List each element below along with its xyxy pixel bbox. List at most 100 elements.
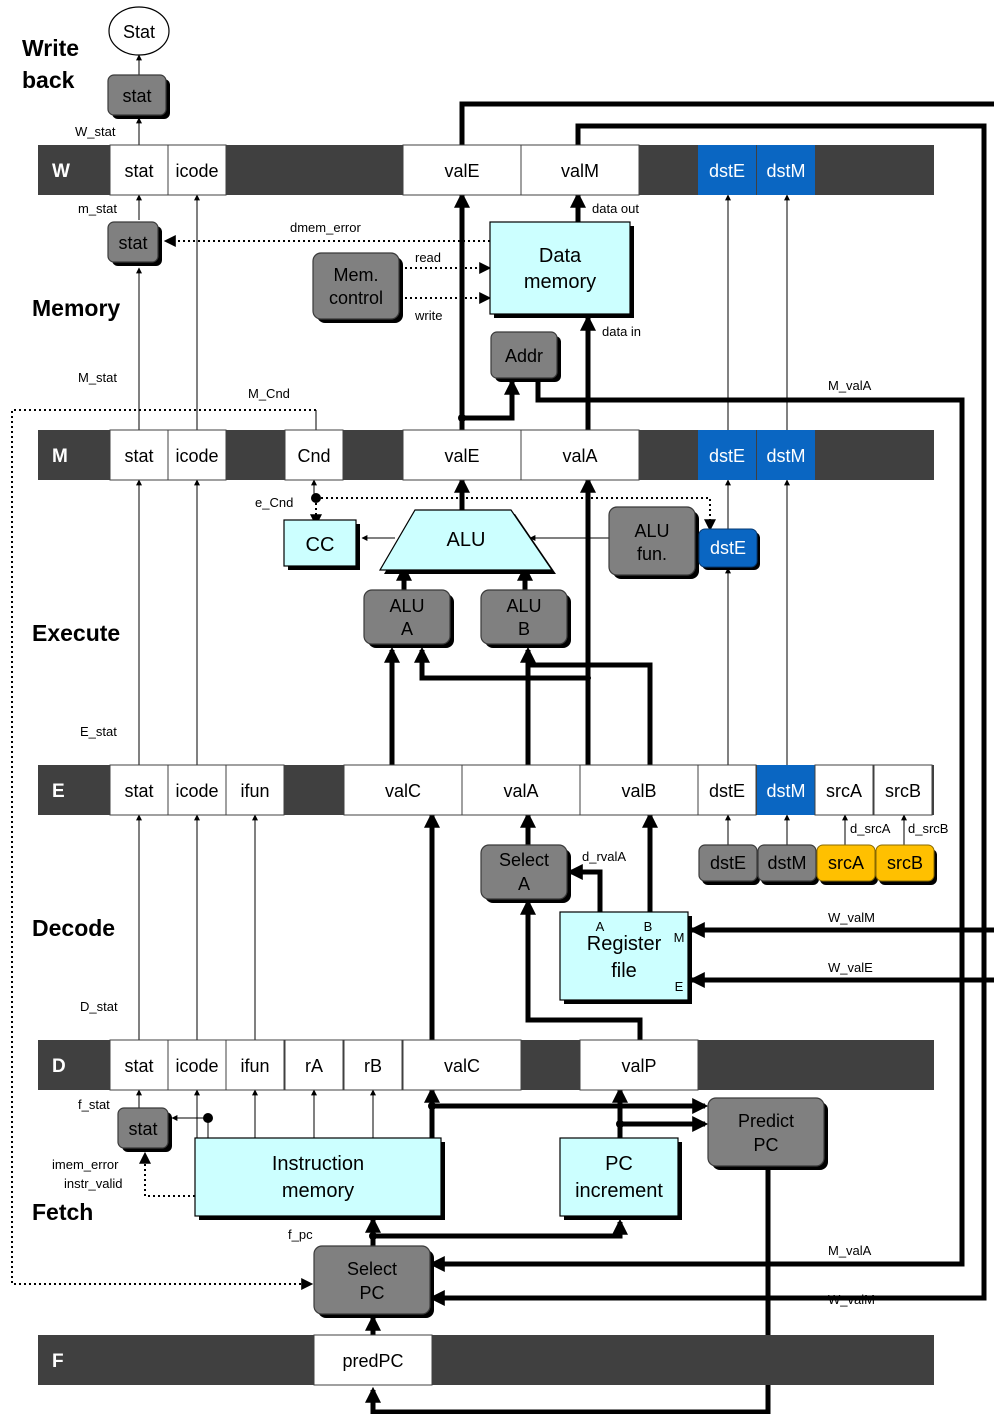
m-vala-signal: M_valA [828,378,872,393]
w-icode-field: icode [175,161,218,181]
thin-wires [136,54,907,1138]
m-valE-field: valE [444,446,479,466]
d-ifun-field: ifun [240,1056,269,1076]
m-cnd-field: Cnd [297,446,330,466]
svg-text:B: B [518,619,530,639]
w-dstE-field: dstE [709,161,745,181]
e-icode-field: icode [175,781,218,801]
alu-b-block: ALU B [480,589,571,648]
svg-text:D: D [52,1056,66,1077]
read-signal: read [415,250,441,265]
e-dstE-field: dstE [709,781,745,801]
e-stat-signal: E_stat [80,724,117,739]
svg-text:dstE: dstE [710,853,746,873]
d-srcb-signal: d_srcB [908,821,948,836]
e-valB-field: valB [621,781,656,801]
write-signal: write [414,308,442,323]
instruction-memory-block: Instruction memory [194,1137,445,1220]
control-dotted-wires [11,235,716,1290]
svg-text:E: E [675,979,684,994]
d-rB-field: rB [364,1056,382,1076]
cc-block: CC [283,519,360,570]
svg-text:F: F [52,1351,64,1372]
m-stat-signal: m_stat [78,201,117,216]
execute-dstE-block: dstE [698,528,760,570]
stage-labels: Write back Memory Execute Decode Fetch [22,35,120,1225]
svg-text:PC: PC [605,1153,633,1175]
f-predPC-field: predPC [342,1351,403,1371]
d-rvala-signal: d_rvalA [582,849,626,864]
register-D: D stat icode ifun rA rB valC valP [38,1039,934,1091]
svg-text:Stat: Stat [123,22,155,42]
w-stat-field: stat [124,161,153,181]
register-M: M stat icode Cnd valE valA dstE dstM [38,429,934,481]
svg-text:E: E [52,781,65,802]
stage-writeback-label: Write [22,35,79,61]
m-stat-reg-signal: M_stat [78,370,117,385]
select-pc-block: Select PC [313,1245,434,1318]
register-file-block: A B M E Register file [559,911,692,1004]
f-pc-signal: f_pc [288,1227,313,1242]
signal-labels: W_stat m_stat dmem_error read write data… [52,124,948,1307]
dmem-error-signal: dmem_error [290,220,361,235]
svg-text:increment: increment [575,1180,663,1202]
m-cnd-signal: M_Cnd [248,386,290,401]
e-srcB-field: srcB [885,781,921,801]
svg-text:ALU: ALU [389,596,424,616]
register-F: F predPC [38,1334,934,1386]
w-valm-signal: W_valM [828,910,875,925]
stage-memory-label: Memory [32,295,120,321]
register-E: E stat icode ifun valC valA valB dstE ds… [38,764,934,816]
m-dstE-field: dstE [709,446,745,466]
svg-text:Instruction: Instruction [272,1153,364,1175]
d-srca-signal: d_srcA [850,821,891,836]
w-valm-fetch-signal: W_valM [828,1292,875,1307]
stage-decode-label: Decode [32,915,115,941]
svg-text:stat: stat [128,1119,157,1139]
m-icode-field: icode [175,446,218,466]
data-in-signal: data in [602,324,641,339]
svg-text:stat: stat [118,233,147,253]
w-vale-signal: W_valE [828,960,873,975]
svg-text:srcA: srcA [828,853,864,873]
svg-text:W: W [52,161,70,182]
svg-text:Select: Select [347,1259,397,1279]
alu-block: ALU [378,509,556,574]
svg-text:memory: memory [524,271,596,293]
data-thick-wires [364,101,994,1414]
instr-valid-signal: instr_valid [64,1176,123,1191]
svg-text:CC: CC [306,534,335,556]
e-valA-field: valA [503,781,538,801]
svg-text:ALU: ALU [447,529,486,551]
svg-text:Mem.: Mem. [334,265,379,285]
memory-stat-block: stat [107,221,162,266]
svg-text:ALU: ALU [506,596,541,616]
d-valC-field: valC [444,1056,480,1076]
svg-text:M: M [52,446,68,467]
f-stat-signal: f_stat [78,1097,110,1112]
alu-a-block: ALU A [363,589,454,648]
e-srcA-field: srcA [826,781,862,801]
svg-text:Addr: Addr [505,346,543,366]
w-stat-signal: W_stat [75,124,116,139]
d-stat-signal: D_stat [80,999,118,1014]
decode-dst-src-blocks: dstE dstM srcA srcB [698,844,937,885]
register-W: W stat icode valE valM dstE dstM [38,144,934,196]
svg-text:M: M [674,930,685,945]
select-a-block: Select A [480,844,571,903]
imem-error-signal: imem_error [52,1157,119,1172]
mem-control-block: Mem. control [312,252,403,323]
stat-output: Stat [108,6,170,56]
junction-dots [203,414,624,1240]
alu-fun-block: ALU fun. [608,506,699,579]
stage-writeback-label-2: back [22,67,75,93]
svg-text:A: A [518,874,530,894]
svg-text:srcB: srcB [887,853,923,873]
svg-text:dstE: dstE [710,538,746,558]
e-stat-field: stat [124,781,153,801]
svg-text:Select: Select [499,850,549,870]
svg-text:A: A [401,619,413,639]
data-memory-block: Data memory [489,221,634,318]
svg-text:PC: PC [753,1135,778,1155]
svg-text:fun.: fun. [637,544,667,564]
